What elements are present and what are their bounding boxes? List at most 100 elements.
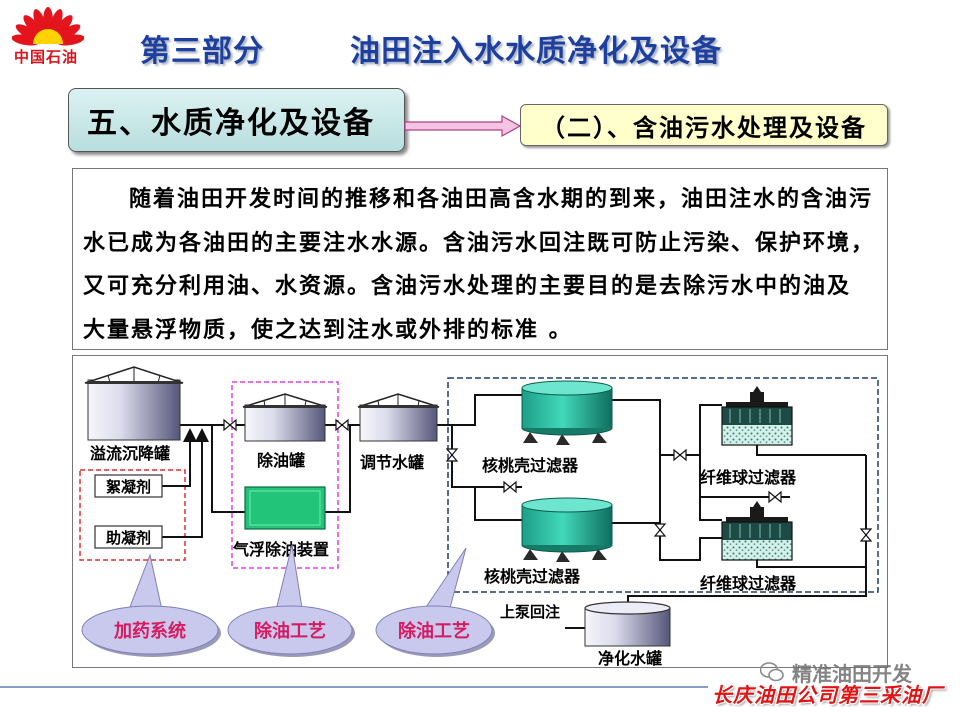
- wechat-bubble-small: [768, 668, 784, 682]
- oil-removal-group: [231, 381, 339, 569]
- valves: [223, 418, 873, 542]
- callout-oil-removal-2: 除油工艺: [375, 547, 495, 657]
- fiber-filter-bottom-label: 纤维球过滤器: [700, 574, 797, 593]
- pipe: [756, 445, 866, 456]
- oil-removal-tank: [242, 393, 328, 442]
- logo-petal: [53, 15, 73, 38]
- callout-label: 除油工艺: [254, 620, 326, 642]
- flotation-body: [244, 486, 326, 530]
- filter-chamber-stripes: [729, 409, 781, 423]
- subsection-heading-box: （二）、含油污水处理及设备: [520, 104, 888, 146]
- flocculant-label: 絮凝剂: [106, 478, 151, 496]
- filter-upper-chamber: [722, 522, 792, 540]
- air-flotation-label: 气浮除油装置: [232, 540, 329, 559]
- filter-legs: [523, 432, 607, 445]
- section-heading-box: 五、水质净化及设备: [68, 88, 405, 152]
- callout-label: 加药系统: [113, 620, 186, 642]
- right-arrow-icon: [404, 114, 522, 138]
- pipe: [474, 487, 522, 521]
- footer-divider: [0, 686, 708, 688]
- valve-icon: [335, 418, 349, 432]
- wechat-icon: [760, 662, 784, 682]
- footer-organization: 长庆油田公司第三采油厂: [712, 683, 943, 707]
- oil-removal-tank-label: 除油罐: [257, 451, 305, 470]
- filter-chamber-stripes: [729, 524, 781, 538]
- coagulant-aid-label: 助凝剂: [106, 529, 151, 547]
- regulating-tank-label: 调节水罐: [360, 453, 424, 472]
- callout-bubble: [81, 605, 219, 655]
- callout-chemical-dosing: 加药系统: [81, 553, 221, 657]
- tank-body: [87, 379, 181, 441]
- logo-petals: [12, 7, 84, 46]
- page-title: 油田注入水水质净化及设备: [350, 34, 722, 69]
- logo-text: 中国石油: [14, 48, 79, 66]
- valve-icon: [673, 448, 687, 462]
- filter-shell: [721, 406, 793, 446]
- pipe: [627, 455, 867, 602]
- subsection-heading: （二）、含油污水处理及设备: [541, 113, 867, 142]
- filtration-group: [447, 377, 879, 593]
- pipe: [325, 425, 351, 513]
- coagulant-aid-box: [94, 525, 163, 549]
- filter-media-bed: [722, 540, 792, 560]
- pipe: [211, 425, 245, 513]
- section-heading: 五、水质净化及设备: [87, 106, 375, 141]
- tank-body: [244, 404, 326, 442]
- purified-tank-label: 净化水罐: [598, 649, 662, 668]
- chemical-feed-line: [162, 428, 197, 487]
- pipe: [660, 404, 722, 456]
- arrow-shape: [404, 114, 522, 138]
- pipe: [612, 399, 722, 561]
- tank-rim: [245, 405, 325, 408]
- logo-petal: [15, 24, 41, 41]
- valve-icon: [445, 448, 459, 462]
- intro-paragraph: 随着油田开发时间的推移和各油田高含水期的到来，油田注水的含油污 水已成为各油田的…: [72, 168, 888, 350]
- valve-icon: [503, 480, 517, 494]
- valve-icon: [653, 523, 667, 537]
- fiber-ball-filter-top: [721, 386, 793, 446]
- air-flotation-unit: [244, 486, 326, 530]
- walnut-filter-top-label: 核桃壳过滤器: [482, 456, 579, 475]
- filter-top-flange: [726, 402, 788, 407]
- tank-body: [359, 404, 438, 442]
- watermark: 精准油田开发: [760, 660, 912, 686]
- walnut-filter-bottom-label: 核桃壳过滤器: [484, 567, 581, 586]
- flocculant-box: [94, 474, 163, 498]
- valve-icon: [223, 418, 237, 432]
- filter-motor: [750, 501, 764, 517]
- pipe: [699, 497, 722, 521]
- process-flow-diagram: 溢流沉降罐 絮凝剂 助凝剂 除油罐 气浮除油装置 调节水罐 核桃壳过滤器: [79, 366, 879, 668]
- filter-legs: [523, 549, 607, 562]
- pipe: [437, 394, 522, 426]
- callout-label: 除油工艺: [398, 620, 470, 642]
- purified-water-tank: [584, 601, 671, 647]
- walnut-shell-filter-top: [521, 380, 613, 445]
- logo-petal: [55, 24, 81, 41]
- callout-oil-removal-1: 除油工艺: [227, 544, 355, 657]
- regulating-tank: [357, 393, 440, 442]
- process-diagram-panel: 溢流沉降罐 絮凝剂 助凝剂 除油罐 气浮除油装置 调节水罐 核桃壳过滤器: [72, 355, 888, 668]
- valve-icon: [859, 528, 873, 542]
- header-part: 第三部分: [140, 34, 264, 69]
- company-logo: 中国石油: [10, 0, 86, 66]
- petrochina-logo-icon: [12, 7, 84, 46]
- filter-motor: [750, 386, 764, 402]
- flotation-highlight: [249, 490, 321, 526]
- watermark-text: 精准油田开发: [792, 661, 912, 686]
- pipe: [451, 425, 522, 488]
- walnut-shell-filter-bottom: [521, 497, 613, 562]
- intro-line: 大量悬浮物质，使之达到注水或外排的标准 。: [83, 317, 573, 343]
- logo-petal: [49, 9, 63, 36]
- chemical-feed-line: [162, 428, 209, 538]
- filter-top-cap: [521, 497, 613, 513]
- reinjection-label: 上泵回注: [500, 603, 560, 621]
- settling-tank: [84, 366, 184, 441]
- callout-tail: [423, 547, 467, 611]
- intro-line: 随着油田开发时间的推移和各油田高含水期的到来，油田注水的含油污: [129, 187, 874, 212]
- callout-bubble: [375, 605, 493, 655]
- filter-upper-chamber: [722, 407, 792, 425]
- valve-icon: [768, 490, 782, 504]
- fiber-filter-top-label: 纤维球过滤器: [700, 468, 797, 487]
- intro-line: 又可充分利用油、水资源。含油污水处理的主要目的是去除污水中的油及: [83, 274, 852, 299]
- logo-sun: [33, 29, 63, 44]
